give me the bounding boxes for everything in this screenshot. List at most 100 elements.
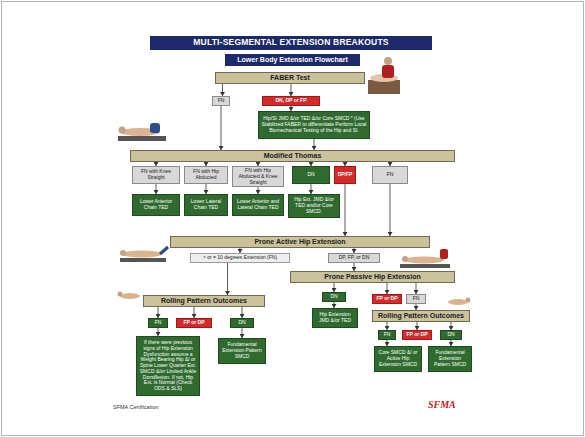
flow-arrow <box>258 187 259 194</box>
box-text: Core SMCD &/ or Active Hip Extension SMC… <box>377 350 419 367</box>
outcome-box: If there were previous signs of Hip Exte… <box>136 336 200 396</box>
flow-arrow <box>387 283 388 294</box>
box-text: Fundamental Extension Pattern SMCD <box>221 342 263 359</box>
box-text: Rolling Pattern Outcomes <box>161 297 247 305</box>
rolling-figure <box>448 298 471 306</box>
prone-passive-figure <box>400 249 450 268</box>
box-text: FN <box>387 172 394 178</box>
box-text: DN <box>307 172 314 178</box>
box-text: DN <box>238 320 245 326</box>
flow-arrow <box>334 283 335 292</box>
flow-arrow <box>451 322 452 330</box>
result-box: FP or DP <box>176 318 212 328</box>
flow-arrow <box>345 184 346 236</box>
test-band: Rolling Pattern Outcomes <box>143 295 265 307</box>
box-text: FN with Hip Abducted <box>187 169 225 181</box>
flow-arrow <box>221 106 222 150</box>
flow-arrow <box>390 184 391 236</box>
box-text: FP or DP <box>183 320 204 326</box>
box-text: Lower Lateral Chain TED <box>187 199 225 211</box>
result-box: FP or DP <box>402 330 432 340</box>
box-text: Prone Active Hip Extension <box>254 238 345 246</box>
box-text: FN <box>155 320 162 326</box>
box-text: Hip/SI JMD &/or TED &/or Core SMCD * (Us… <box>261 116 367 133</box>
flow-arrow <box>311 184 312 194</box>
box-text: Rolling Pattern Outcomes <box>378 312 464 320</box>
test-band: Modified Thomas <box>130 150 455 162</box>
flow-arrow <box>291 84 292 96</box>
flow-arrow <box>416 283 417 294</box>
flow-arrow <box>194 307 195 318</box>
logo-text: SFMA <box>428 399 456 410</box>
box-text: FN <box>384 332 391 338</box>
box-text: DN <box>330 294 337 300</box>
flow-arrow <box>206 184 207 194</box>
outcome-box: DN <box>230 318 254 328</box>
box-text: Hip Extension JMD &/or TED <box>315 312 355 324</box>
box-text: DP/FP <box>338 172 353 178</box>
result-box: FN <box>212 96 230 106</box>
result-box: FN with Hip Abducted & Knee Straight <box>232 166 284 187</box>
flow-arrow <box>354 263 355 271</box>
result-box: DP/FP <box>334 166 356 184</box>
result-box: > or = 10 degrees Extension (FN) <box>190 253 290 263</box>
result-box: FN <box>372 166 408 184</box>
rolling-figure <box>118 292 141 300</box>
outcome-box: Core SMCD &/ or Active Hip Extension SMC… <box>374 346 422 372</box>
header-box: Lower Body Extension Flowchart <box>225 54 360 66</box>
box-text: FP or DP <box>406 332 427 338</box>
box-text: Lower Anterior and Lateral Chain TED <box>235 199 281 211</box>
outcome-box: Hip Extension JMD &/or TED <box>312 308 358 328</box>
box-text: FN with Knee Straight <box>135 169 177 181</box>
outcome-box: Lower Lateral Chain TED <box>184 194 228 216</box>
test-band: FABER Test <box>215 72 365 84</box>
box-text: Lower Body Extension Flowchart <box>237 56 347 64</box>
faber-figure <box>368 57 400 94</box>
flow-arrow <box>242 328 243 338</box>
box-text: FN with Hip Abducted & Knee Straight <box>235 168 281 185</box>
flow-arrow <box>387 322 388 330</box>
outcome-box: Fundamental Extension Pattern SMCD <box>428 346 472 372</box>
flow-arrow <box>314 139 315 150</box>
outcome-box: Fundamental Extension Pattern SMCD <box>218 338 266 364</box>
result-box: FN <box>406 294 426 304</box>
flow-arrow <box>417 322 418 330</box>
result-box: DP, FP, or DN <box>328 253 380 263</box>
box-text: Lower Anterior Chain TED <box>135 199 177 211</box>
box-text: Hip Ext. JMD &/or TED and/or Core SMCD. <box>291 197 337 214</box>
outcome-box: Lower Anterior and Lateral Chain TED <box>232 194 284 216</box>
result-box: FN with Knee Straight <box>132 166 180 184</box>
outcome-box: DN <box>292 166 330 184</box>
box-text: Prone Passive Hip Extension <box>324 273 420 281</box>
box-text: DN <box>447 332 454 338</box>
outcome-box: DN <box>322 292 346 302</box>
test-band: Prone Passive Hip Extension <box>290 271 455 283</box>
flow-arrow <box>156 184 157 194</box>
flow-arrow <box>158 307 159 318</box>
title-text: MULTI-SEGMENTAL EXTENSION BREAKOUTS <box>193 38 388 48</box>
box-text: FP or DP <box>376 296 397 302</box>
outcome-box: DN <box>440 330 462 340</box>
outcome-box: FN <box>378 330 396 340</box>
result-box: FP or DP <box>372 294 402 304</box>
flow-arrow <box>227 263 228 295</box>
footer-text: SFMA Certification <box>113 404 159 410</box>
box-text: DN, DP or FP <box>275 98 306 104</box>
box-text: If there were previous signs of Hip Exte… <box>139 340 197 392</box>
outcome-box: Hip/SI JMD &/or TED &/or Core SMCD * (Us… <box>258 111 370 139</box>
box-text: Modified Thomas <box>264 152 322 160</box>
prone-active-figure <box>120 247 168 262</box>
box-text: Fundamental Extension Pattern SMCD <box>431 350 469 367</box>
flow-arrow <box>242 307 243 318</box>
box-text: DP, FP, or DN <box>339 255 370 261</box>
box-text: FABER Test <box>270 74 310 82</box>
box-text: FN <box>413 296 420 302</box>
box-text: FN <box>218 98 225 104</box>
flow-arrow <box>222 84 223 96</box>
test-band: Prone Active Hip Extension <box>170 236 430 248</box>
outcome-box: Hip Ext. JMD &/or TED and/or Core SMCD. <box>288 194 340 218</box>
test-band: Rolling Pattern Outcomes <box>372 310 470 322</box>
result-box: DN, DP or FP <box>262 96 320 106</box>
title-bar: MULTI-SEGMENTAL EXTENSION BREAKOUTS <box>150 36 432 50</box>
